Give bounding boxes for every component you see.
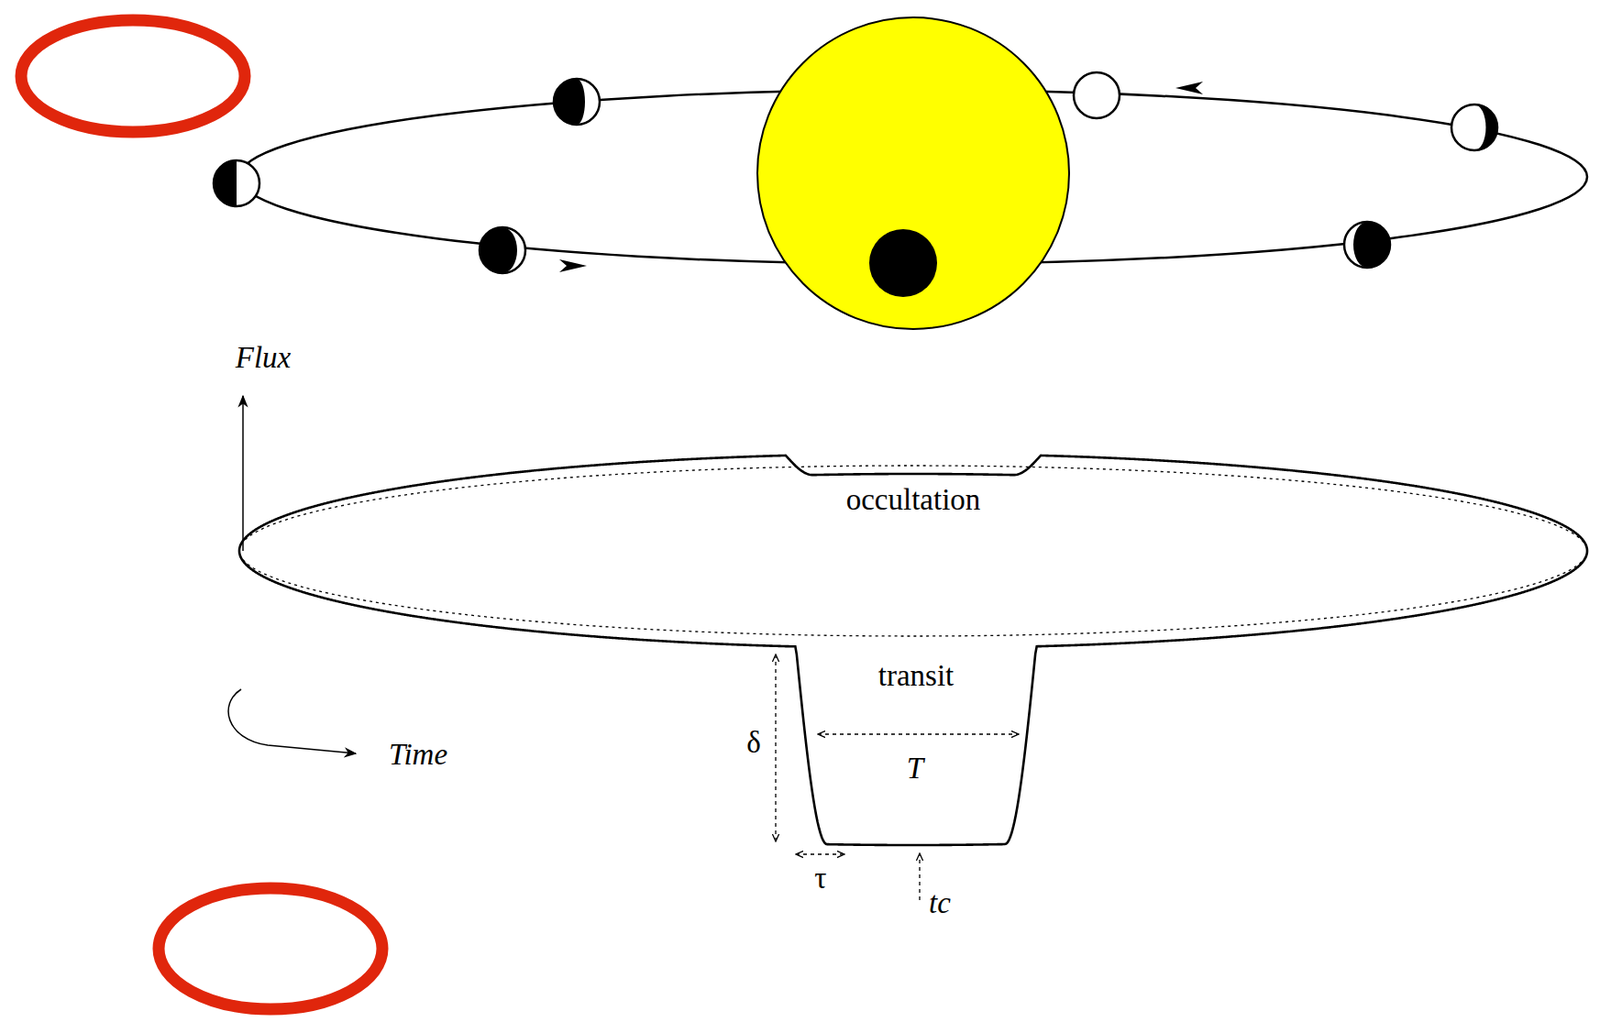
planet-outline bbox=[1344, 221, 1391, 268]
planet-phase bbox=[1344, 221, 1391, 268]
red-ellipse bbox=[21, 20, 245, 133]
planet-outline bbox=[479, 227, 526, 274]
planet-outline bbox=[1451, 104, 1498, 151]
planet-night-side bbox=[1073, 72, 1120, 119]
parameter-symbol: τ bbox=[814, 863, 827, 894]
event-label: transit bbox=[878, 661, 954, 692]
planet-outline bbox=[553, 78, 600, 125]
planet-phases bbox=[213, 72, 1498, 274]
transiting-planet bbox=[869, 229, 938, 298]
planet-night-side bbox=[479, 227, 526, 274]
planet-night-side bbox=[1451, 104, 1498, 151]
ingress-dimension bbox=[795, 853, 845, 855]
flux-axis bbox=[242, 396, 244, 552]
duration-dimension bbox=[817, 733, 1019, 735]
planet-day-side bbox=[576, 78, 600, 125]
orbit-arrow bbox=[1175, 81, 1203, 95]
midtime-arrow bbox=[918, 853, 920, 901]
planet-day-side bbox=[502, 227, 526, 274]
axis-label: Flux bbox=[235, 342, 291, 374]
planet-phase bbox=[553, 78, 600, 125]
star-disk bbox=[757, 17, 1070, 330]
planet-phase bbox=[1451, 104, 1498, 151]
axis-label: Time bbox=[388, 739, 448, 771]
planet-night-side bbox=[1344, 221, 1391, 268]
planet-night-side bbox=[213, 160, 260, 207]
depth-dimension bbox=[774, 654, 776, 842]
red-ellipse bbox=[158, 888, 383, 1010]
time-axis bbox=[228, 689, 356, 754]
planet-phase bbox=[479, 227, 526, 274]
parameter-symbol: tc bbox=[928, 888, 951, 919]
light-curve bbox=[239, 455, 1588, 846]
planet-day-side bbox=[236, 160, 260, 207]
parameter-symbol: T bbox=[906, 753, 924, 784]
event-label: occultation bbox=[846, 485, 982, 516]
planet-night-side bbox=[553, 78, 600, 125]
planet-phase bbox=[1073, 72, 1120, 119]
planet-phase bbox=[213, 160, 260, 207]
planet-outline bbox=[1073, 72, 1120, 119]
dotted-ellipse bbox=[239, 465, 1588, 637]
orbit-arrow bbox=[559, 259, 587, 273]
planet-outline bbox=[213, 160, 260, 207]
planet-day-side bbox=[1344, 221, 1368, 268]
parameter-symbol: δ bbox=[746, 728, 762, 759]
